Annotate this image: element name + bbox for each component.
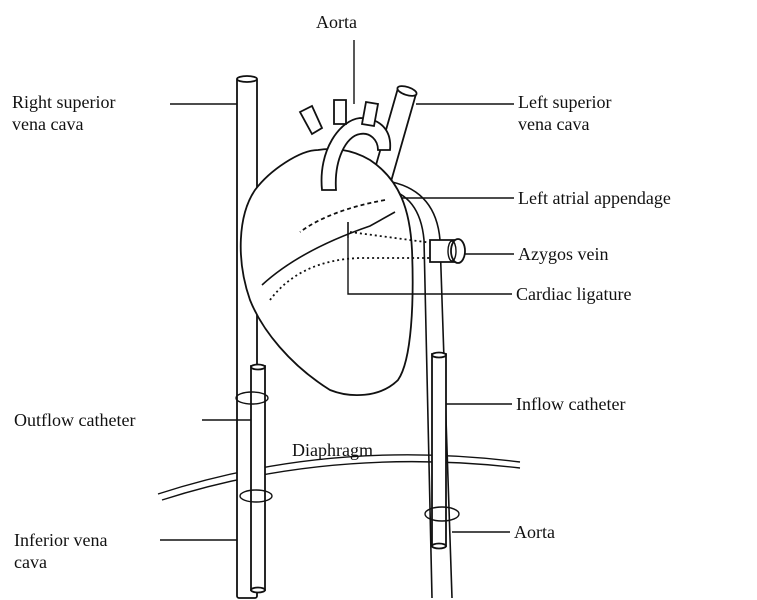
azygos-vein-vessel <box>430 239 465 263</box>
label-left-atrial-appendage: Left atrial appendage <box>518 188 671 208</box>
label-aorta-top: Aorta <box>316 12 357 32</box>
label-outflow-catheter: Outflow catheter <box>14 410 135 430</box>
diaphragm-curve-upper <box>158 455 520 494</box>
label-inflow-catheter: Inflow catheter <box>516 394 625 414</box>
label-ivc-line2: cava <box>14 552 47 572</box>
diaphragm-curve-lower <box>162 462 520 500</box>
label-aorta-bottom: Aorta <box>514 522 555 542</box>
label-lsvc-line1: Left superior <box>518 92 611 112</box>
label-cardiac-ligature: Cardiac ligature <box>516 284 631 304</box>
inflow-catheter-tube <box>432 353 446 549</box>
label-lsvc-line2: vena cava <box>518 114 589 134</box>
label-ivc-line1: Inferior vena <box>14 530 107 550</box>
label-azygos-vein: Azygos vein <box>518 244 608 264</box>
label-rsvc-line2: vena cava <box>12 114 83 134</box>
label-rsvc-line1: Right superior <box>12 92 116 112</box>
outflow-catheter-tube <box>251 365 265 593</box>
label-diaphragm: Diaphragm <box>292 440 373 460</box>
